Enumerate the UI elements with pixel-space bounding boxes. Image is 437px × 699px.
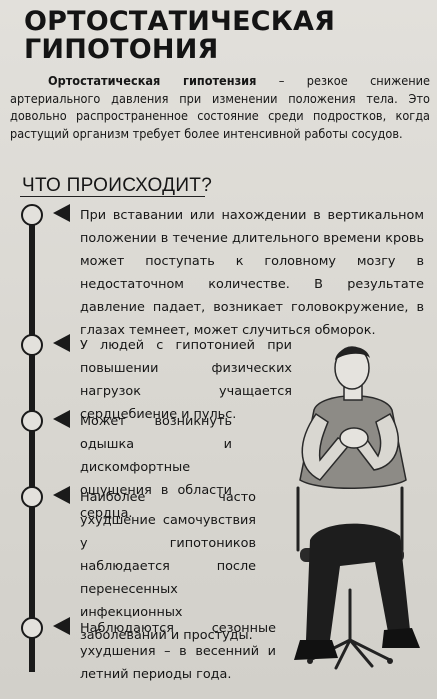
intro-definition: – резкое снижение артериального давления… <box>10 73 430 141</box>
section-heading: ЧТО ПРОИСХОДИТ? <box>22 175 213 196</box>
list-item-2: У людей с гипотонией при повышении физич… <box>80 338 292 422</box>
pointer-triangle-icon <box>53 410 70 428</box>
page-title: ОРТОСТАТИЧЕСКАЯ ГИПОТОНИЯ <box>24 8 335 64</box>
pointer-triangle-icon <box>53 617 70 635</box>
list-item-4: Наиболее часто ухудшение самочувствия у … <box>80 490 256 643</box>
intro-paragraph: Ортостатическая гипотензия – резкое сниж… <box>10 72 430 142</box>
section-underline <box>20 196 205 197</box>
timeline-spine <box>29 214 35 672</box>
title-line-1: ОРТОСТАТИЧЕСКАЯ <box>24 6 336 37</box>
list-item-3: Может возникнуть одышка и дискомфортные … <box>80 414 232 521</box>
list-item-5: Наблюдаются сезонные ухудшения – в весен… <box>80 621 276 682</box>
pointer-triangle-icon <box>53 486 70 504</box>
intro-term: Ортостатическая гипотензия <box>48 73 257 88</box>
timeline-dot-1 <box>21 204 43 226</box>
timeline-dot-4 <box>21 486 43 508</box>
pointer-triangle-icon <box>53 204 70 222</box>
seated-man-holding-chest-icon <box>294 346 420 670</box>
timeline-dot-3 <box>21 410 43 432</box>
title-line-2: ГИПОТОНИЯ <box>24 34 219 65</box>
timeline-dot-2 <box>21 334 43 356</box>
list-item-1: При вставании или нахождении в вертикаль… <box>80 208 424 338</box>
timeline-dot-5 <box>21 617 43 639</box>
pointer-triangle-icon <box>53 334 70 352</box>
